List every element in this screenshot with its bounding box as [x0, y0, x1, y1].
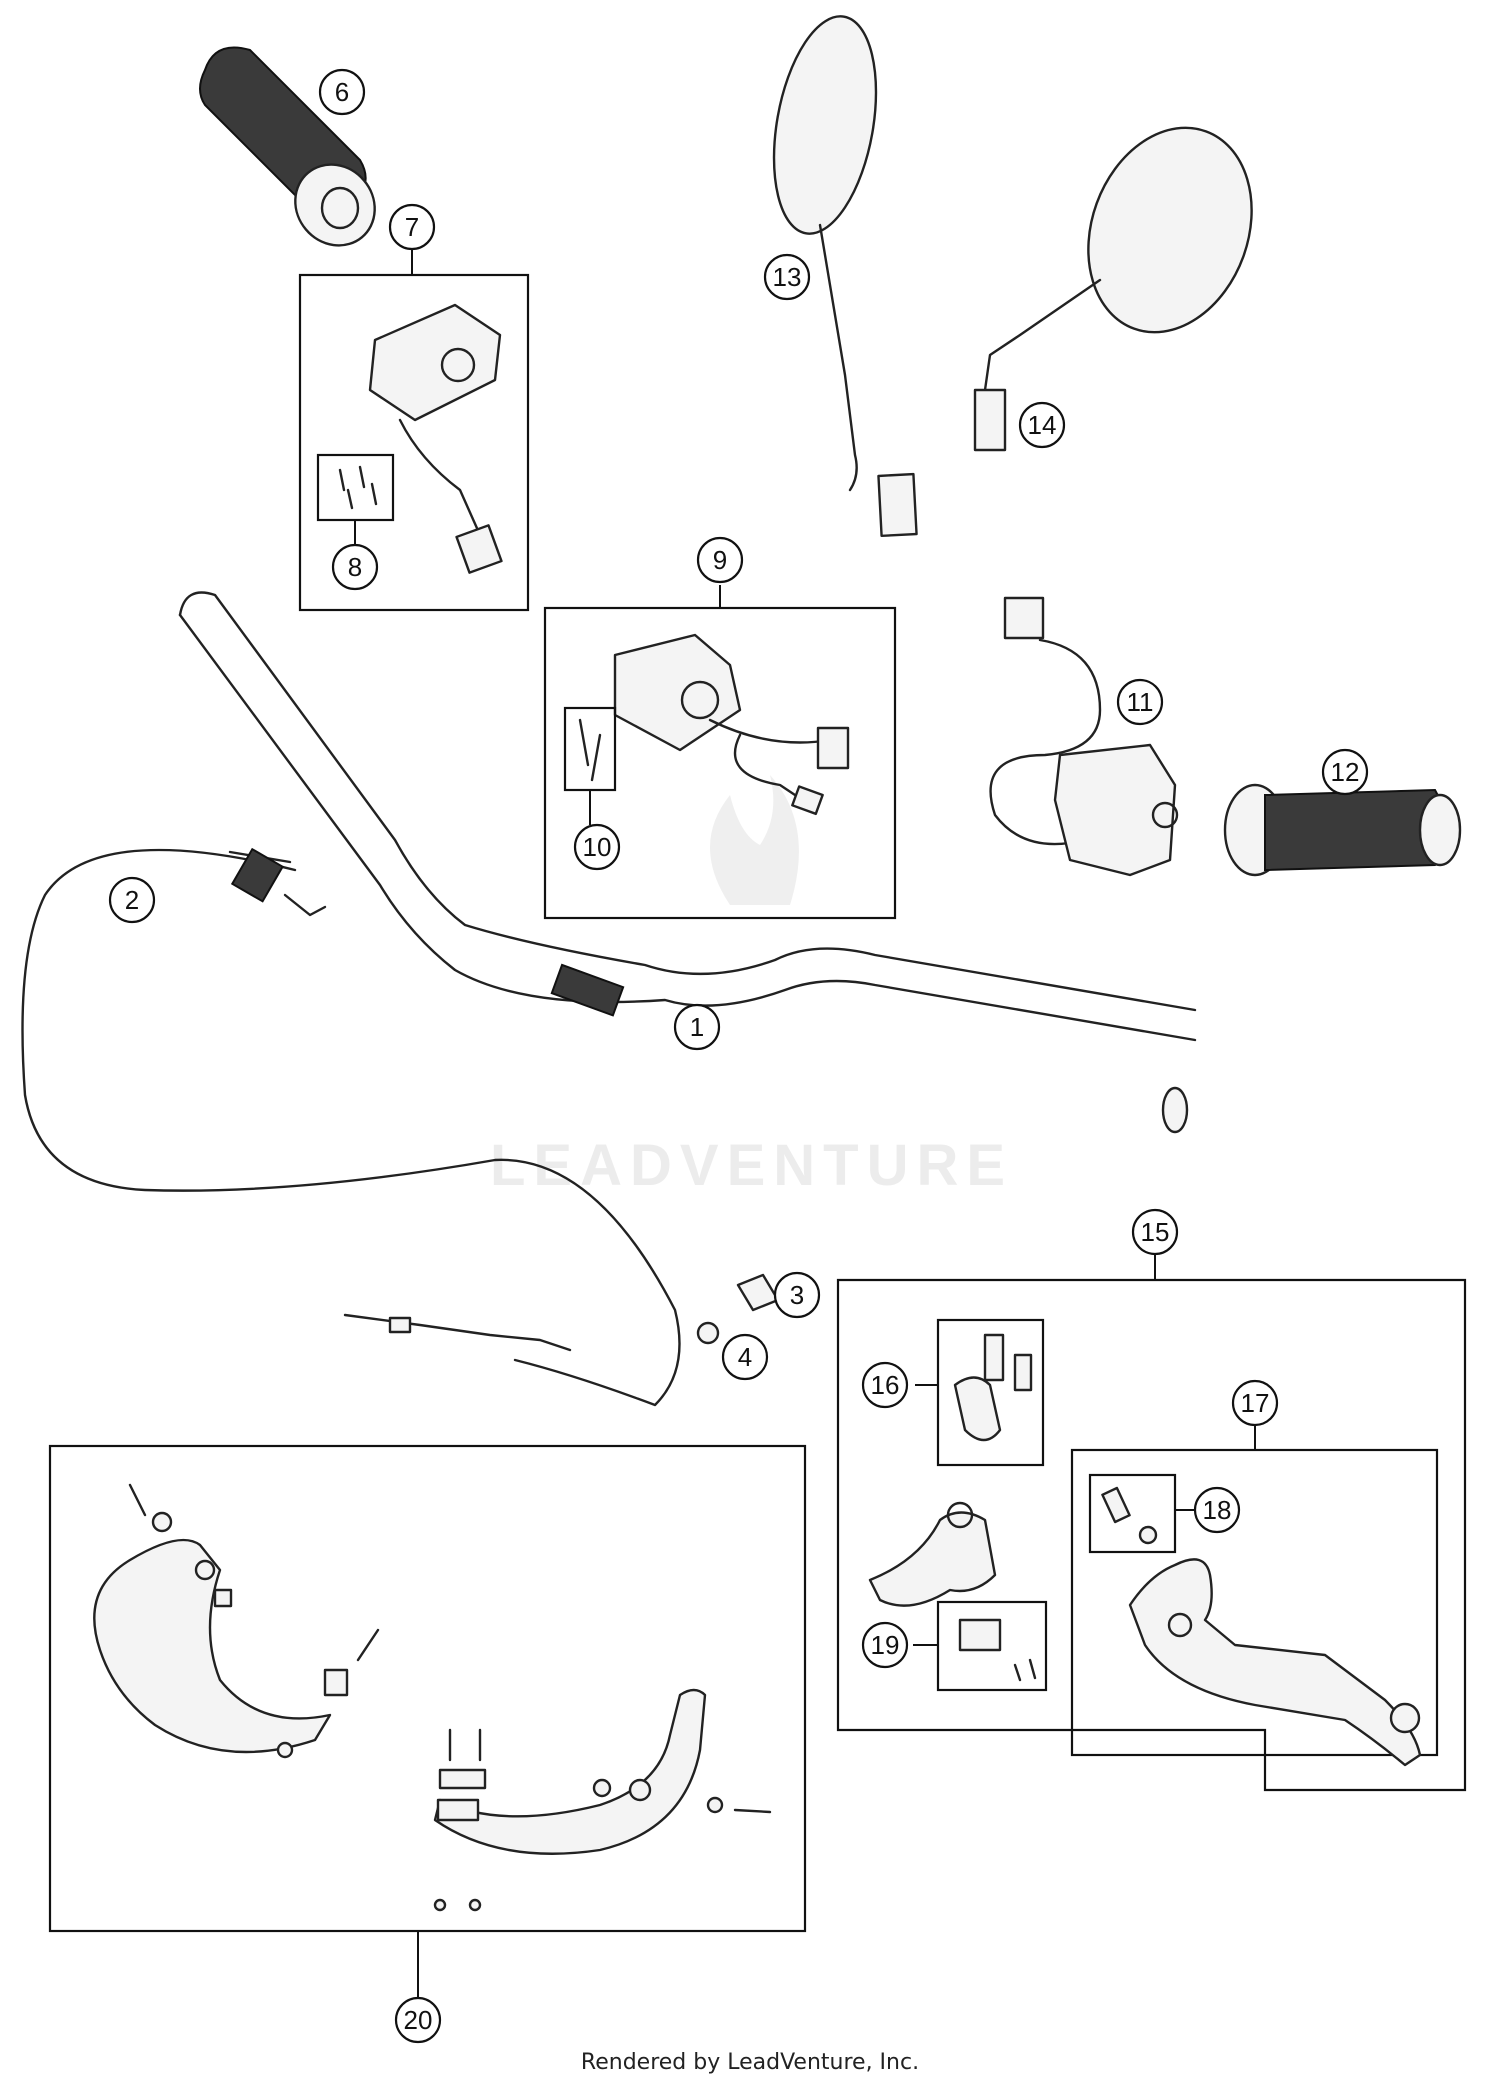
callout-3: 3 [773, 1271, 821, 1319]
callout-7: 7 [388, 203, 436, 251]
right-handlebar-switch [613, 633, 850, 816]
start-switch-screw-box [563, 706, 617, 792]
callout-17-label: 17 [1241, 1388, 1270, 1418]
callout-2: 2 [108, 876, 156, 924]
throttle-cable [21, 847, 681, 1407]
start-switch-screws [578, 718, 602, 782]
callout-16-label: 16 [871, 1370, 900, 1400]
callout-14: 14 [1018, 401, 1066, 449]
callout-3-label: 3 [790, 1280, 804, 1310]
callout-6-label: 6 [335, 77, 349, 107]
left-handlebar-switch [368, 303, 503, 574]
throttle-switch [989, 596, 1179, 877]
callout-7-label: 7 [405, 212, 419, 242]
left-mirror [772, 15, 918, 538]
clutch-lever [1128, 1558, 1422, 1767]
adjuster-screw-box [1088, 1473, 1177, 1554]
callout-12-label: 12 [1331, 757, 1360, 787]
adjuster-nut [696, 1321, 720, 1345]
callout-12: 12 [1321, 748, 1369, 796]
watermark-text: LEADVENTURE [490, 1133, 1013, 1198]
left-grip [199, 46, 376, 247]
clutch-lever-kit-box [836, 1278, 1467, 1792]
switch-kit-box [298, 273, 530, 612]
left-handguard [93, 1483, 380, 1759]
leadventure-watermark: LEADVENTURE [490, 775, 1013, 1198]
callout-8: 8 [331, 543, 379, 591]
callout-15-label: 15 [1141, 1217, 1170, 1247]
adjuster-screw [1101, 1486, 1158, 1545]
callout-2-label: 2 [125, 885, 139, 915]
clutch-cable-end [343, 1313, 572, 1352]
callout-9-label: 9 [713, 545, 727, 575]
callout-16: 16 [861, 1361, 909, 1409]
callout-11: 11 [1116, 678, 1164, 726]
callout-19: 19 [861, 1621, 909, 1669]
callout-19-label: 19 [871, 1630, 900, 1660]
cable-adjuster [736, 1273, 780, 1312]
callout-20: 20 [394, 1996, 442, 2044]
lever-bracket-box [936, 1318, 1045, 1467]
right-grip [1223, 783, 1462, 877]
callout-18-label: 18 [1203, 1495, 1232, 1525]
screw-set [338, 465, 378, 510]
callout-17: 17 [1231, 1379, 1279, 1427]
microswitch [958, 1618, 1037, 1682]
render-credit: Rendered by LeadVenture, Inc. [580, 2050, 920, 2075]
handguard-box [48, 1444, 807, 1933]
handlebar [178, 591, 1197, 1134]
callout-9: 9 [696, 536, 744, 584]
callout-4-label: 4 [738, 1342, 752, 1372]
callout-10-label: 10 [583, 832, 612, 862]
callout-15: 15 [1131, 1208, 1179, 1256]
callout-1: 1 [673, 1003, 721, 1051]
callout-20-label: 20 [404, 2005, 433, 2035]
callout-13: 13 [763, 253, 811, 301]
callout-11-label: 11 [1127, 687, 1154, 717]
right-mirror [973, 126, 1253, 452]
callout-10: 10 [573, 823, 621, 871]
callout-18: 18 [1193, 1486, 1241, 1534]
callout-14-label: 14 [1028, 410, 1057, 440]
callout-13-label: 13 [773, 262, 802, 292]
lever-clamp [868, 1501, 997, 1607]
right-handguard [433, 1688, 772, 1912]
callout-8-label: 8 [348, 552, 362, 582]
callout-6: 6 [318, 68, 366, 116]
callout-1-label: 1 [690, 1012, 704, 1042]
lever-bracket-parts [953, 1333, 1033, 1442]
callout-4: 4 [721, 1333, 769, 1381]
screw-set-box [316, 453, 395, 522]
